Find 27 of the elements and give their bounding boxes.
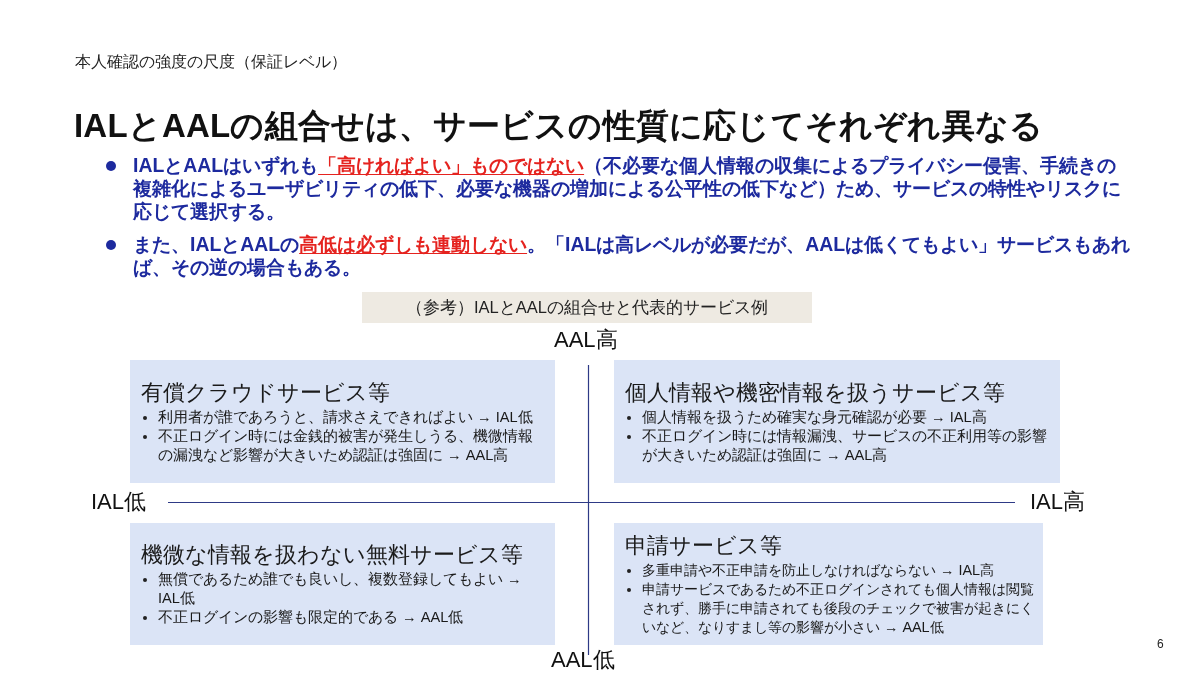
banner-text: （参考）IALとAALの組合せと代表的サービス例 <box>406 296 768 318</box>
box-heading: 機微な情報を扱わない無料サービス等 <box>141 542 524 569</box>
bullet-text: 利用者が誰であろうと、請求さえできればよい → IAL低 <box>158 407 534 427</box>
service-box <box>614 523 1043 645</box>
box-heading: 申請サービス等 <box>625 532 783 560</box>
section-header: 本人確認の強度の尺度（保証レベル） <box>75 52 347 72</box>
bullet-text: IALとAALはいずれも「高ければよい」ものではない（不必要な個人情報の収集によるプライバシー侵害、手続きの複雑化によるユーザビリティの低下、必要な機器の増加による公平性の低下など）ため、サービスの特性やリスクに応じて選択する。 <box>133 154 1121 223</box>
page-number: 6 <box>1157 637 1164 651</box>
bullet-text: 申請サービスであるため不正ログインされても個人情報は閲覧されず、勝手に申請されても後段のチェックで被害が起きにくいなど、なりすまし等の影響が小さい → AAL低 <box>642 579 1035 637</box>
bullet-text: 無償であるため誰でも良いし、複数登録してもよい → IAL低 <box>158 570 523 608</box>
box-heading: 個人情報や機密情報を扱うサービス等 <box>625 379 1006 407</box>
bullet-text: 不正ログインの影響も限定的である → AAL低 <box>158 608 465 627</box>
box-heading: 有償クラウドサービス等 <box>141 379 391 407</box>
bullet-text: 個人情報を扱うため確実な身元確認が必要 → IAL高 <box>642 407 988 427</box>
bullet-text: 不正ログイン時には情報漏洩、サービスの不正利用等の影響が大きいため認証は強固に → AAL高 <box>642 426 1048 465</box>
axis-label: AAL高 <box>554 326 618 354</box>
service-box <box>130 523 555 645</box>
bullet-text: 多重申請や不正申請を防止しなければならない → IAL高 <box>642 560 995 580</box>
slide-title: IALとAALの組合せは、サービスの性質に応じてそれぞれ異なる <box>74 106 1044 146</box>
service-box <box>614 360 1060 483</box>
axis-label: IAL低 <box>91 488 147 516</box>
bullet-text: 不正ログイン時には金銭的被害が発生しうる、機微情報の漏洩など影響が大きいため認証は強固に → AAL高 <box>158 426 534 465</box>
caption-banner <box>362 292 812 323</box>
service-box <box>130 360 555 483</box>
axis-label: IAL高 <box>1030 488 1086 516</box>
bullet-text: また、IALとAALの高低は必ずしも連動しない。「IALは高レベルが必要だが、AALは低くてもよい」サービスもあれば、その逆の場合もある。 <box>133 233 1132 279</box>
axis-label: AAL低 <box>551 646 615 674</box>
